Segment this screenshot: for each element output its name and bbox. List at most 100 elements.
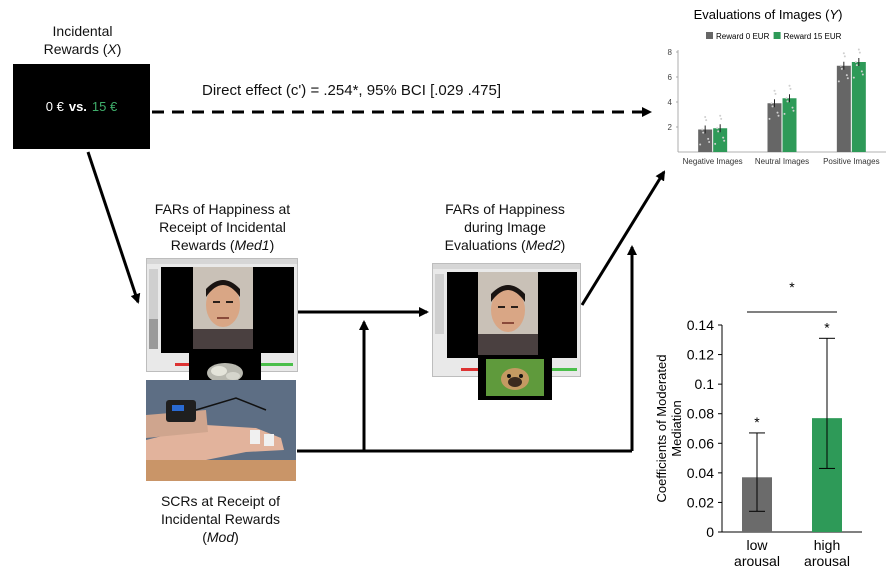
x-tick-label: low (746, 537, 768, 553)
data-point (860, 70, 863, 73)
x-box-vs: vs. (68, 99, 87, 114)
med1-label: FARs of Happiness at Receipt of Incident… (130, 200, 315, 254)
data-point (773, 89, 776, 92)
data-point (791, 106, 794, 109)
data-point (719, 114, 722, 117)
med1-line3: Rewards ( (170, 237, 235, 253)
data-point (788, 84, 791, 87)
mod-line1: SCRs at Receipt of (160, 493, 281, 509)
y-tick-label: 0.08 (687, 406, 714, 422)
chart-title: Evaluations of Images (Y) (694, 7, 843, 22)
med2-var: Med2 (525, 237, 561, 253)
med1-close: ) (269, 237, 275, 253)
comparison-significance: * (789, 279, 795, 295)
x-label: Incidental Rewards (X) (20, 22, 145, 58)
side-toolbar (435, 274, 444, 334)
side-panel (149, 319, 158, 349)
y-tick-label: 0.1 (695, 376, 715, 392)
data-point (717, 130, 720, 133)
data-point (716, 127, 719, 130)
mod-close: ) (234, 529, 239, 545)
valence-bar-negative (461, 368, 481, 371)
x-label-line1: Incidental (52, 23, 113, 39)
x-label-line2: Rewards ( (43, 41, 108, 57)
x-tick-label: Positive Images (823, 157, 879, 166)
bar (713, 128, 728, 152)
dog-image (486, 359, 544, 396)
data-point (783, 112, 786, 115)
bar (767, 103, 782, 152)
med2-label: FARs of Happiness during Image Evaluatio… (420, 200, 590, 254)
face-image (193, 267, 253, 353)
data-point (776, 111, 779, 114)
chart-title-close: ) (838, 7, 842, 22)
y-tick-label: 0.14 (687, 317, 714, 333)
med2-line1: FARs of Happiness (445, 201, 565, 217)
x-reward-box: 0 € vs. 15 € (13, 64, 150, 149)
hand-with-sensor-image (146, 380, 296, 481)
med1-line2: Receipt of Incidental (159, 219, 286, 235)
bar (698, 129, 713, 152)
data-point (840, 67, 843, 70)
data-point (845, 74, 848, 77)
data-point (707, 137, 710, 140)
data-point (792, 109, 795, 112)
data-point (857, 48, 860, 51)
window-titlebar (147, 259, 297, 264)
face-image (478, 272, 538, 358)
data-point (854, 61, 857, 63)
y-tick-label: 4 (668, 98, 673, 107)
mod-line3: ( (202, 529, 207, 545)
data-point (785, 97, 788, 100)
direct-effect-text: Direct effect (c') = .254*, 95% BCI [.02… (202, 82, 501, 99)
legend-swatch (773, 32, 781, 39)
mod-line2: Incidental Rewards (160, 511, 281, 527)
data-point (702, 131, 705, 134)
data-point (701, 128, 704, 131)
data-point (861, 73, 864, 76)
significance-marker: * (754, 414, 760, 430)
y-tick-label: 6 (668, 73, 673, 82)
mod-label: SCRs at Receipt of Incidental Rewards (M… (138, 492, 303, 546)
x-tick-label: arousal (804, 553, 850, 569)
y-axis-label: Mediation (669, 400, 684, 456)
legend-swatch (706, 32, 713, 39)
y-tick-label: 8 (668, 48, 673, 57)
money-pile-icon (207, 363, 243, 383)
data-point (714, 142, 717, 145)
valence-bar-positive (261, 363, 293, 366)
significance-marker: * (824, 319, 830, 335)
data-point (777, 114, 780, 117)
data-point (852, 76, 855, 79)
med2-line2: during Image (464, 219, 546, 235)
legend-label: Reward 15 EUR (784, 32, 842, 41)
data-point (786, 100, 789, 103)
y-tick-label: 0 (706, 524, 714, 540)
x-box-left: 0 € (45, 99, 64, 114)
x-tick-label: arousal (734, 553, 780, 569)
data-point (770, 102, 773, 105)
data-point (722, 136, 725, 139)
x-label-var: X (107, 41, 117, 57)
med2-close: ) (560, 237, 566, 253)
x-box-right: 15 € (91, 99, 118, 114)
x-tick-label: Negative Images (683, 157, 743, 166)
bar (782, 98, 797, 152)
y-tick-label: 0.12 (687, 347, 714, 363)
med2-to-y-arrow (580, 170, 666, 306)
bar (851, 62, 866, 152)
chart-title-text: Evaluations of Images ( (694, 7, 831, 22)
data-point (771, 105, 774, 108)
data-point (774, 92, 777, 95)
data-point (705, 119, 708, 122)
x-to-med1-arrow (86, 151, 141, 304)
data-point (708, 141, 711, 143)
valence-bar-negative (175, 363, 195, 366)
data-point (699, 143, 702, 146)
y-tick-label: 0.06 (687, 435, 714, 451)
x-tick-label: Neutral Images (755, 157, 809, 166)
y-tick-label: 2 (668, 123, 673, 132)
